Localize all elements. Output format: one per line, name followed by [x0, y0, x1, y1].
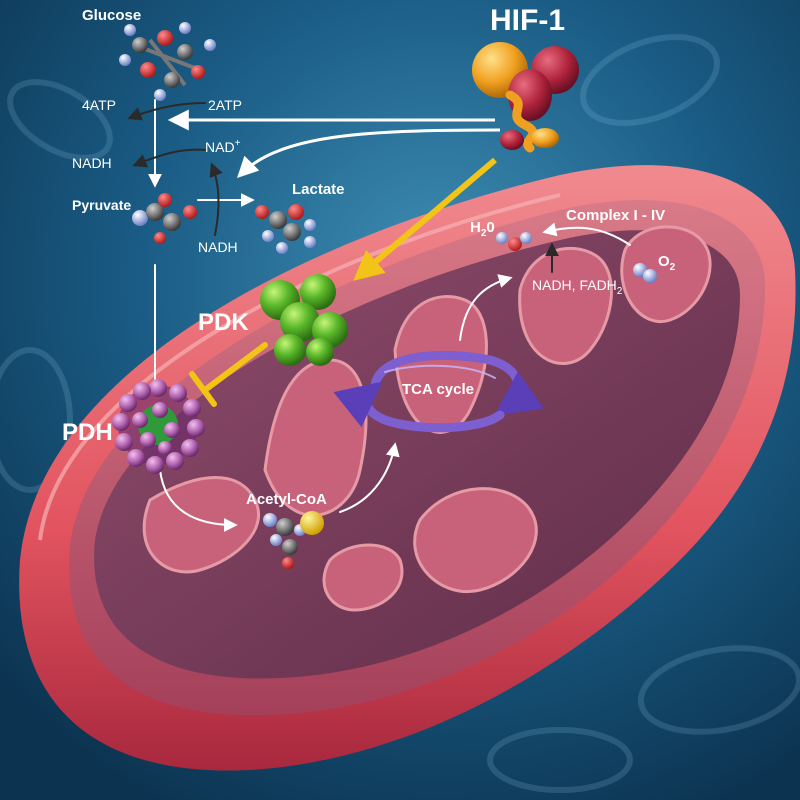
acetyl-coa-molecule: [263, 511, 324, 569]
tca-label: TCA cycle: [402, 381, 474, 398]
pyruvate-molecule: [132, 193, 197, 244]
pdk-protein: [260, 274, 348, 366]
atp4-label: 4ATP: [82, 97, 116, 113]
nadh-left-label: NADH: [72, 155, 112, 171]
h2o-molecule: [496, 232, 532, 251]
glycolysis-arrows: [127, 99, 631, 532]
mitochondrion: [19, 165, 796, 771]
pdh-label: PDH: [62, 419, 113, 446]
nad-arrow: [132, 148, 206, 168]
lactate-label: Lactate: [292, 181, 345, 198]
tca-cycle-ring: [333, 350, 544, 433]
acetyl-to-tca-arrow: [339, 442, 400, 513]
o2-molecule: [633, 263, 657, 283]
complex-label: Complex I - IV: [566, 207, 665, 224]
hif-to-lactate-arrow: [237, 128, 501, 178]
hif-to-pdk-arrow: [353, 157, 497, 281]
o2-label: O2: [658, 253, 676, 273]
hif-arrows: [167, 109, 501, 281]
pdk-label: PDK: [198, 309, 249, 336]
h2o-label: H20: [470, 219, 495, 239]
background-mitochondria: [0, 34, 800, 793]
membrane-highlight: [38, 193, 561, 541]
hif1-protein: [472, 42, 579, 153]
pdh-to-acetyl-arrow: [159, 469, 238, 532]
acetyl-coa-label: Acetyl-CoA: [246, 491, 327, 508]
pyruvate-label: Pyruvate: [72, 197, 131, 213]
nadh-lower-label: NADH: [198, 239, 238, 255]
hif1-label: HIF-1: [490, 4, 565, 37]
tca-to-nadh-arrow: [459, 274, 513, 341]
nad-plus-label: NAD+: [205, 138, 241, 155]
pdh-complex: [112, 379, 205, 474]
glucose-label: Glucose: [82, 7, 141, 24]
atp2-label: 2ATP: [208, 97, 242, 113]
complex-to-h2o-arrow: [542, 222, 631, 246]
glucose-molecule: [119, 22, 216, 101]
atp-arrow: [127, 102, 206, 121]
lactate-molecule: [255, 204, 316, 254]
nadh-fadh-label: NADH, FADH2: [532, 277, 623, 297]
pdk-inhibition: [189, 342, 268, 407]
nadh-to-nad-arrow: [209, 162, 223, 236]
